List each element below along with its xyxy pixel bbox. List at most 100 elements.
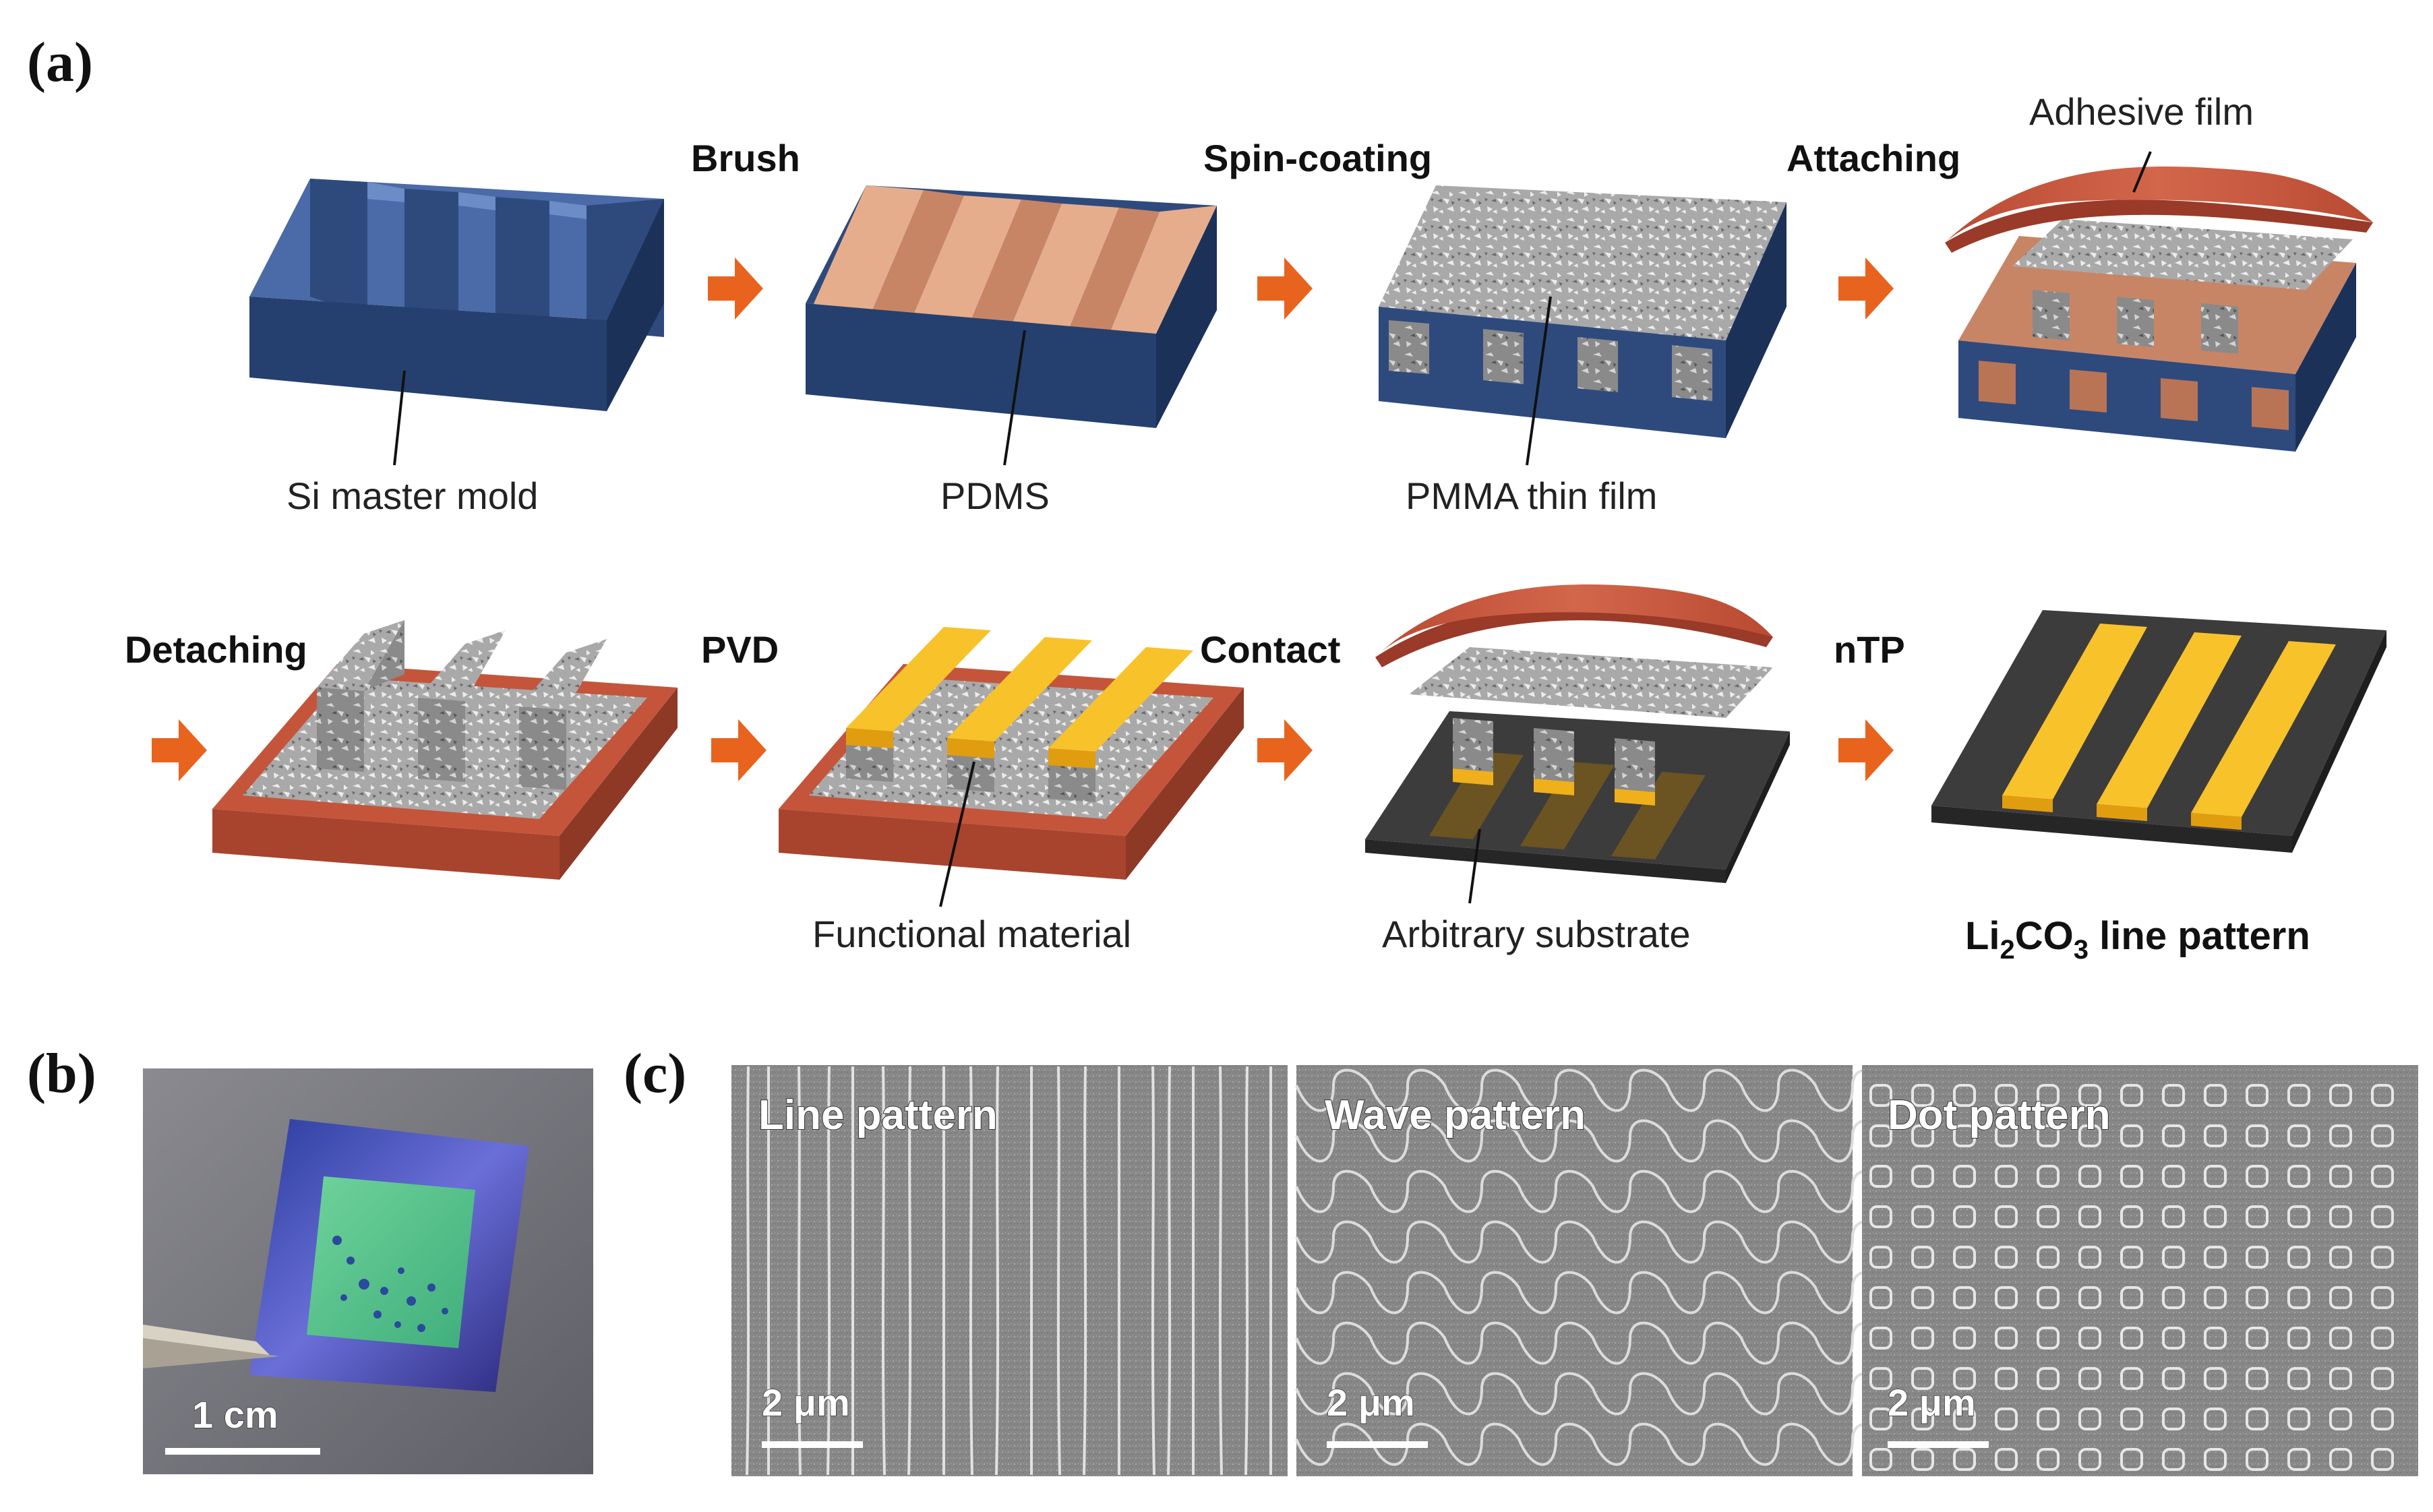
sem-dot-feature	[2037, 1124, 2060, 1147]
sem-wave-feature	[1295, 1068, 1891, 1112]
sem-dot-feature	[2329, 1246, 2352, 1269]
sem-scale-bar-wave: 2 μm	[1327, 1381, 1415, 1424]
sem-dot-feature	[2329, 1448, 2352, 1471]
sem-dot-feature	[2078, 1448, 2101, 1471]
sem-dot-feature	[1869, 1327, 1892, 1350]
sem-image-dot: Dot pattern 2 μm	[1862, 1065, 2418, 1476]
sem-dot-feature	[1911, 1408, 1934, 1430]
result-block	[1931, 610, 2386, 853]
sem-dot-feature	[1953, 1327, 1976, 1350]
sem-dot-feature	[1953, 1367, 1976, 1390]
sem-dot-feature	[2162, 1286, 2185, 1309]
sem-dot-feature	[2287, 1448, 2310, 1471]
sem-dot-feature	[2120, 1246, 2143, 1269]
caption-pmma-thin-film: PMMA thin film	[1406, 475, 1657, 517]
sem-dot-feature	[1995, 1165, 2018, 1188]
sem-line-feature	[797, 1066, 802, 1476]
process-arrow	[1838, 258, 1894, 320]
sem-dot-feature	[2246, 1205, 2269, 1228]
sem-dot-feature	[2037, 1165, 2060, 1188]
sem-dot-feature	[1953, 1286, 1976, 1309]
sem-wave-feature	[1295, 1321, 1891, 1365]
sem-dot-feature	[1869, 1246, 1892, 1269]
sem-dot-feature	[2037, 1246, 2060, 1269]
sem-dot-feature	[2246, 1124, 2269, 1147]
sem-line-feature	[1167, 1066, 1172, 1476]
photo-scale-bar-label: 1 cm	[192, 1393, 278, 1436]
sem-dot-feature	[2246, 1246, 2269, 1269]
sem-dot-feature	[2037, 1286, 2060, 1309]
sem-dot-feature	[1995, 1246, 2018, 1269]
sem-dot-feature	[2246, 1408, 2269, 1430]
sem-dot-feature	[2329, 1327, 2352, 1350]
sem-dot-feature	[2371, 1448, 2394, 1471]
caption-pdms: PDMS	[940, 475, 1050, 517]
sem-dot-feature	[2120, 1408, 2143, 1430]
sem-dot-feature	[1911, 1165, 1934, 1188]
sem-dot-feature	[2371, 1367, 2394, 1390]
sem-dot-feature	[2204, 1205, 2227, 1228]
sem-dot-feature	[2078, 1165, 2101, 1188]
sem-dot-feature	[2371, 1286, 2394, 1309]
process-arrow	[708, 258, 763, 320]
pdms-block	[806, 185, 1217, 466]
sem-dot-feature	[1995, 1124, 2018, 1147]
sem-image-wave: Wave pattern 2 μm	[1295, 1065, 1891, 1476]
sem-dot-feature	[1869, 1205, 1892, 1228]
sem-dot-feature	[2287, 1408, 2310, 1430]
sem-dot-feature	[1911, 1367, 1934, 1390]
sem-label-dot: Dot pattern	[1888, 1092, 2111, 1139]
si-master-mold-block	[249, 179, 664, 466]
step-label-attaching: Attaching	[1786, 137, 1960, 179]
panel-label-c: (c)	[624, 1042, 686, 1105]
sem-dot-feature	[1953, 1084, 1976, 1107]
sem-dot-feature	[2162, 1448, 2185, 1471]
sem-dot-feature	[2246, 1286, 2269, 1309]
caption-adhesive-film: Adhesive film	[2029, 90, 2254, 133]
sem-dot-feature	[1953, 1165, 1976, 1188]
sem-dot-feature	[1995, 1205, 2018, 1228]
sem-dot-feature	[2078, 1408, 2101, 1430]
sem-dot-feature	[2162, 1408, 2185, 1430]
detaching-block	[212, 620, 678, 880]
sem-wave-feature	[1295, 1372, 1891, 1416]
sem-dot-feature	[2371, 1205, 2394, 1228]
step-label-detaching: Detaching	[125, 628, 307, 671]
sem-dot-feature	[1953, 1448, 1976, 1471]
sem-dot-feature	[1869, 1408, 1892, 1430]
sem-dot-feature	[2287, 1327, 2310, 1350]
sem-dot-feature	[2329, 1408, 2352, 1430]
sem-line-feature	[1083, 1066, 1087, 1476]
sem-dot-feature	[2204, 1327, 2227, 1350]
sem-wave-feature	[1295, 1119, 1891, 1163]
sem-dot-feature	[2287, 1367, 2310, 1390]
sem-dot-feature	[2371, 1327, 2394, 1350]
sem-image-line: Line pattern 2 μm	[731, 1065, 1288, 1476]
sem-wave-feature	[1295, 1422, 1891, 1466]
caption-result: Li2CO3 line pattern	[1965, 914, 2310, 965]
sem-dot-feature	[1911, 1124, 1934, 1147]
step-label-ntp: nTP	[1834, 628, 1905, 671]
sem-dot-feature	[1911, 1246, 1934, 1269]
sem-dot-feature	[1995, 1084, 2018, 1107]
sem-dot-feature	[2246, 1327, 2269, 1350]
pvd-block	[779, 627, 1244, 907]
sem-dot-feature	[2162, 1246, 2185, 1269]
sem-dot-feature	[2204, 1448, 2227, 1471]
sem-dot-feature	[2120, 1205, 2143, 1228]
sem-dot-feature	[2329, 1367, 2352, 1390]
sem-dot-feature	[2120, 1448, 2143, 1471]
step-label-contact: Contact	[1200, 628, 1340, 671]
sem-dot-feature	[2162, 1165, 2185, 1188]
sem-wave-feature	[1295, 1220, 1891, 1264]
sem-dot-feature	[2037, 1084, 2060, 1107]
sem-dot-feature	[2287, 1286, 2310, 1309]
sem-dot-feature	[1911, 1327, 1934, 1350]
sem-dot-feature	[2120, 1124, 2143, 1147]
sem-dot-feature	[2204, 1408, 2227, 1430]
step-label-brush: Brush	[691, 137, 800, 179]
sem-dot-feature	[1911, 1286, 1934, 1309]
sem-dot-feature	[2287, 1084, 2310, 1107]
process-arrow	[711, 719, 767, 781]
step-label-spin-coating: Spin-coating	[1203, 137, 1432, 179]
